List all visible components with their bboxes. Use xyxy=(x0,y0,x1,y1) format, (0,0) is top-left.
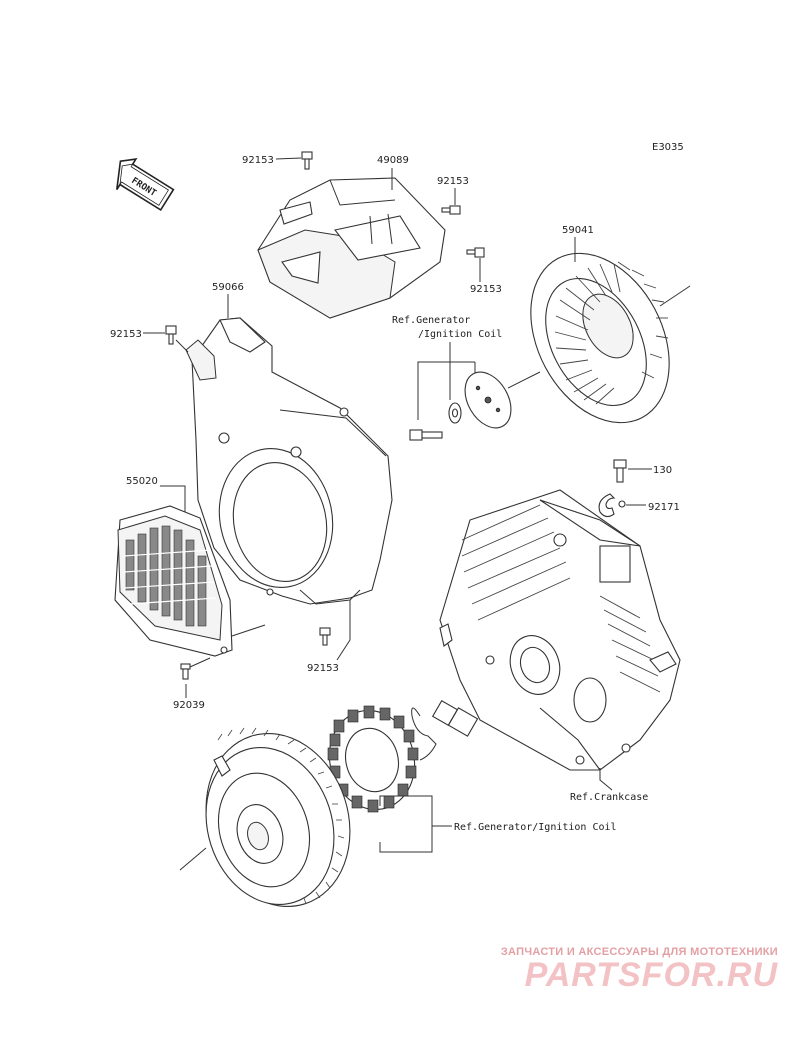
bolt-icon xyxy=(165,325,177,345)
ref-gen-top-line1: Ref.Generator xyxy=(392,315,470,326)
label-screen: 55020 xyxy=(126,476,158,487)
clamp-icon xyxy=(598,493,626,518)
crankcase-part xyxy=(439,489,681,771)
top-cover-part xyxy=(257,177,446,319)
flywheel-plate-part xyxy=(464,371,512,429)
bolt-icon xyxy=(409,429,443,441)
flywheel-part xyxy=(205,727,351,907)
bolt-icon xyxy=(613,459,627,483)
ref-gen-bottom: Ref.Generator/Ignition Coil xyxy=(454,822,617,833)
label-screw: 92039 xyxy=(173,700,205,711)
label-bolt-top-right-b: 92153 xyxy=(470,284,502,295)
fan-housing-part xyxy=(185,317,393,605)
bolt-icon xyxy=(441,205,461,215)
diagram-code: E3035 xyxy=(652,142,684,153)
ref-crankcase: Ref.Crankcase xyxy=(570,792,648,803)
label-fan: 59041 xyxy=(562,225,594,236)
washer-icon xyxy=(448,402,462,424)
ref-gen-top-line2: /Ignition Coil xyxy=(418,329,502,340)
label-bolt-bottom: 92153 xyxy=(307,663,339,674)
watermark: ЗАПЧАСТИ И АКСЕССУАРЫ ДЛЯ МОТОТЕХНИКИ PA… xyxy=(501,946,778,995)
fan-screen-part xyxy=(114,505,233,657)
bolt-icon xyxy=(319,627,331,646)
label-clamp: 92171 xyxy=(648,502,680,513)
watermark-brand-logo: PARTSFOR.RU xyxy=(524,956,778,994)
watermark-tagline: ЗАПЧАСТИ И АКСЕССУАРЫ ДЛЯ МОТОТЕХНИКИ xyxy=(500,946,778,958)
front-arrow-icon: FRONT xyxy=(116,158,175,212)
stator-part xyxy=(327,705,419,813)
label-bolt-top-left: 92153 xyxy=(242,155,274,166)
cooling-fan-part xyxy=(530,252,670,424)
label-fan-housing: 59066 xyxy=(212,282,244,293)
bolt-icon xyxy=(301,151,313,170)
screw-icon xyxy=(180,663,191,680)
label-bolt-left: 92153 xyxy=(110,329,142,340)
bolt-icon xyxy=(466,247,485,258)
label-bolt-top-right-a: 92153 xyxy=(437,176,469,187)
label-bolt-130: 130 xyxy=(653,465,672,476)
connector-part xyxy=(411,699,479,761)
label-cover-top: 49089 xyxy=(377,155,409,166)
